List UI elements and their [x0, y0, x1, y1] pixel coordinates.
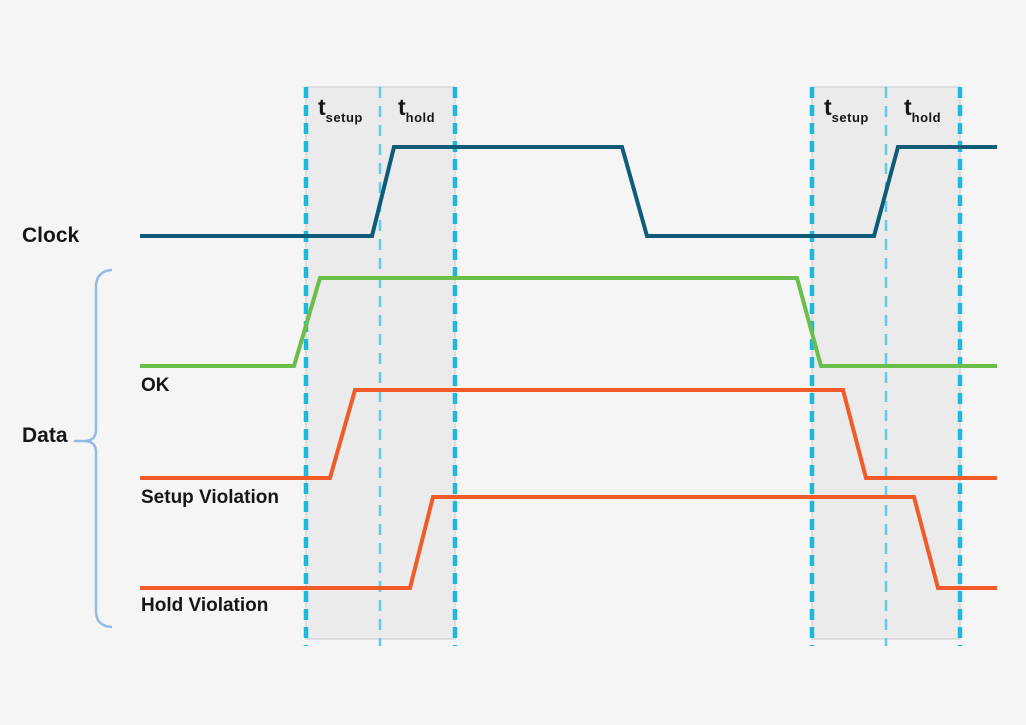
- hold-violation-label: Hold Violation: [141, 595, 269, 616]
- clock-waveform: [140, 145, 997, 238]
- t-hold-label-window2: thold: [904, 94, 941, 126]
- t-symbol: t: [398, 94, 406, 120]
- setup-subscript: setup: [325, 110, 363, 125]
- setup-violation-label: Setup Violation: [141, 487, 279, 508]
- ok-waveform: [140, 276, 997, 368]
- t-hold-label-window1: thold: [398, 94, 435, 126]
- hold-subscript: hold: [405, 110, 436, 125]
- t-symbol: t: [318, 94, 326, 120]
- data-label: Data: [22, 424, 68, 447]
- ok-label: OK: [141, 375, 170, 396]
- hold-violation-waveform: [140, 495, 997, 590]
- t-symbol: t: [824, 94, 832, 120]
- hold-subscript: hold: [911, 110, 942, 125]
- t-setup-label-window1: tsetup: [318, 94, 363, 126]
- setup-subscript: setup: [831, 110, 869, 125]
- data-brace: [73, 268, 113, 629]
- setup-violation-waveform: [140, 388, 997, 480]
- clock-label: Clock: [22, 224, 80, 247]
- t-symbol: t: [904, 94, 912, 120]
- t-setup-label-window2: tsetup: [824, 94, 869, 126]
